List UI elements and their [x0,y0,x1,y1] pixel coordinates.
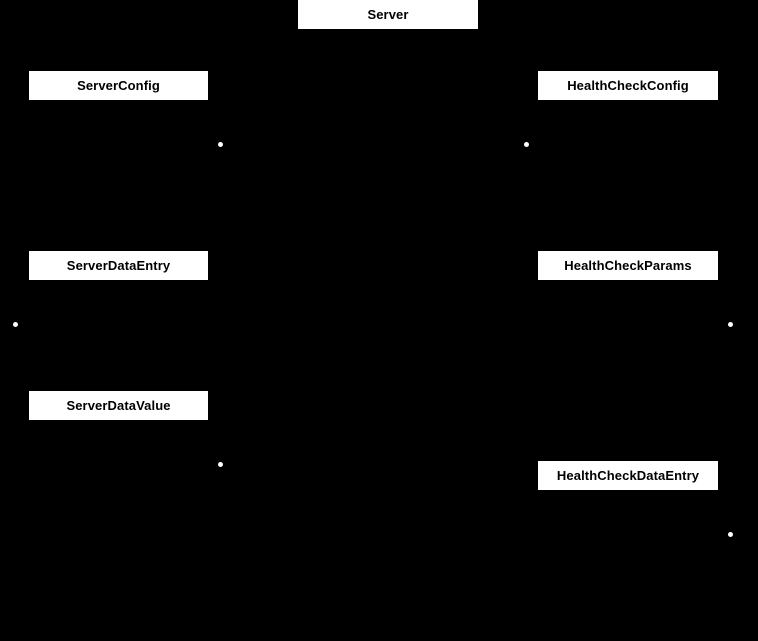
class-node-health-check-params[interactable]: HealthCheckParams [538,251,718,280]
connector-dot-icon-health-check-config-link [524,142,529,147]
connector-dot-icon-health-check-data-link [728,532,733,537]
class-node-server-data-entry[interactable]: ServerDataEntry [29,251,208,280]
connector-dot-icon-server-data-value-link [218,462,223,467]
class-node-server-config-label: ServerConfig [77,78,160,93]
class-node-server-config[interactable]: ServerConfig [29,71,208,100]
class-node-server[interactable]: Server [298,0,478,29]
class-node-server-data-value-label: ServerDataValue [66,398,171,413]
class-node-server-data-value[interactable]: ServerDataValue [29,391,208,420]
class-node-health-check-config[interactable]: HealthCheckConfig [538,71,718,100]
class-node-server-label: Server [367,7,409,22]
connector-dot-icon-server-config-link [218,142,223,147]
class-node-server-data-entry-label: ServerDataEntry [66,258,171,273]
class-node-health-check-data-entry-label: HealthCheckDataEntry [556,468,700,483]
class-node-health-check-data-entry[interactable]: HealthCheckDataEntry [538,461,718,490]
class-node-health-check-config-label: HealthCheckConfig [567,78,689,93]
connector-dot-icon-server-data-entry-link [13,322,18,327]
connector-dot-icon-health-check-params-link [728,322,733,327]
class-node-health-check-params-label: HealthCheckParams [564,258,692,273]
